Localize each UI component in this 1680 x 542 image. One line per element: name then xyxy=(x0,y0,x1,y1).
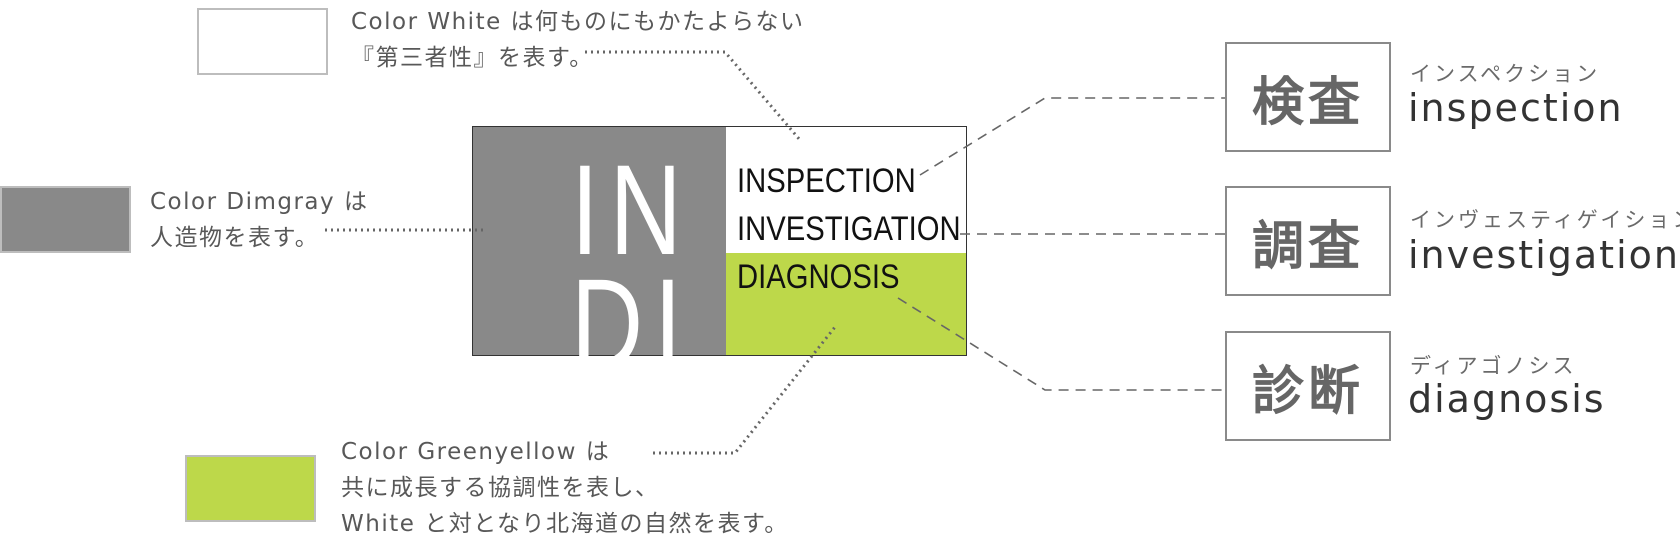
logo-letters-in: IN xyxy=(571,139,693,282)
term-kana-inspection: インスペクション xyxy=(1410,62,1601,86)
white-color-swatch xyxy=(197,8,328,75)
term-english-investigation: investigation xyxy=(1408,233,1680,277)
term-box-diagnosis: 診断 xyxy=(1225,331,1391,441)
white-note-connector xyxy=(585,50,802,141)
logo-greenyellow-panel xyxy=(726,253,966,355)
white-note-line1: Color White は何ものにもかたよらない xyxy=(351,9,805,35)
dimgray-note-line2: 人造物を表す。 xyxy=(150,225,320,251)
dimgray-note-line1: Color Dimgray は xyxy=(150,189,369,215)
logo-word-diagnosis: DIAGNOSIS xyxy=(737,258,900,296)
term-english-diagnosis: diagnosis xyxy=(1408,377,1606,421)
dimgray-color-note: Color Dimgray は 人造物を表す。 xyxy=(150,184,368,256)
indi-logo: IN DI INSPECTION INVESTIGATION DIAGNOSIS xyxy=(472,126,967,389)
inspection-connector xyxy=(919,97,1225,176)
white-color-note: Color White は何ものにもかたよらない 『第三者性』を表す。 xyxy=(351,4,805,76)
white-note-line2: 『第三者性』を表す。 xyxy=(351,45,594,71)
greenyellow-color-note: Color Greenyellow は 共に成長する協調性を表し、 White … xyxy=(341,434,789,542)
term-kana-diagnosis: ディアゴノシス xyxy=(1410,354,1577,378)
greenyellow-color-swatch xyxy=(185,455,316,522)
greenyellow-note-line2: 共に成長する協調性を表し、 xyxy=(341,475,660,501)
term-box-investigation: 調査 xyxy=(1225,186,1391,296)
logo-word-inspection: INSPECTION xyxy=(737,162,916,200)
greenyellow-note-line3: White と対となり北海道の自然を表す。 xyxy=(341,511,789,537)
dimgray-color-swatch xyxy=(0,186,131,253)
term-english-inspection: inspection xyxy=(1408,86,1624,130)
logo-letters-di: DI xyxy=(571,253,693,396)
term-kana-investigation: インヴェスティゲイション xyxy=(1410,208,1680,232)
greenyellow-note-line1: Color Greenyellow は xyxy=(341,439,611,465)
greenyellow-note-connector xyxy=(653,326,837,455)
term-box-inspection: 検査 xyxy=(1225,42,1391,152)
logo-word-investigation: INVESTIGATION xyxy=(737,210,961,248)
diagnosis-connector xyxy=(897,297,1225,391)
logo-dimgray-panel xyxy=(473,127,726,355)
